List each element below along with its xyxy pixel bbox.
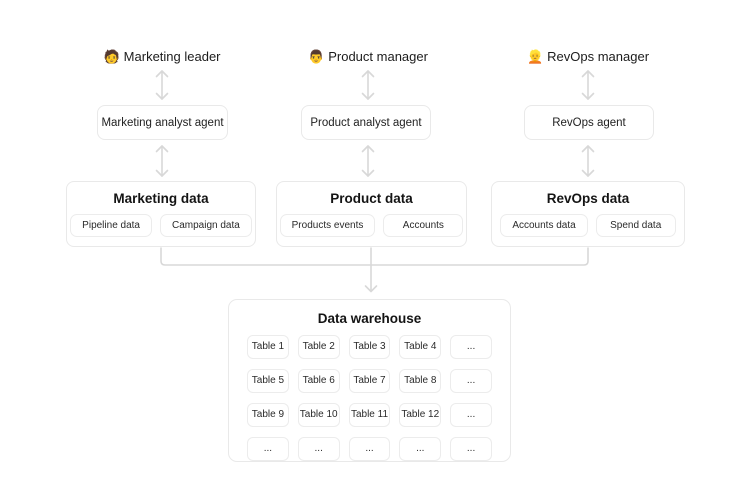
table-chip: Table 11 — [348, 403, 391, 427]
agent-label: Product analyst agent — [310, 116, 422, 129]
table-chip: Table 4 — [399, 335, 442, 359]
agent-data-arrow-marketing — [155, 145, 169, 177]
person-emoji-icon: 👨 — [308, 49, 325, 64]
data-chip: Accounts — [383, 214, 464, 237]
table-chip: ... — [399, 437, 442, 461]
persona-label: Product manager — [328, 49, 428, 64]
table-grid: Table 1 Table 2 Table 3 Table 4 ... Tabl… — [247, 335, 492, 461]
arrowhead-down-icon — [364, 285, 378, 293]
table-chip: ... — [450, 335, 492, 359]
warehouse-title: Data warehouse — [317, 311, 422, 326]
data-warehouse-box: Data warehouse Table 1 Table 2 Table 3 T… — [228, 299, 511, 462]
data-chip: Spend data — [595, 214, 676, 237]
table-chip: ... — [348, 437, 391, 461]
table-chip: ... — [450, 437, 492, 461]
agent-box-revops: RevOps agent — [524, 105, 654, 140]
persona-revops-manager: 👱RevOps manager — [527, 48, 649, 66]
table-chip: ... — [450, 403, 492, 427]
table-chip: ... — [297, 437, 340, 461]
data-box-marketing: Marketing data Pipeline data Campaign da… — [66, 181, 256, 247]
data-box-title: RevOps data — [546, 191, 630, 206]
person-emoji-icon: 👱 — [526, 49, 544, 64]
chip-row: Pipeline data Campaign data — [67, 214, 255, 237]
agent-label: Marketing analyst agent — [101, 116, 224, 129]
persona-agent-arrow-marketing — [155, 70, 169, 100]
table-chip: Table 7 — [348, 369, 391, 393]
table-chip: ... — [247, 437, 289, 461]
table-chip: Table 2 — [297, 335, 340, 359]
person-emoji-icon: 🧑 — [103, 49, 120, 64]
data-box-product: Product data Products events Accounts — [276, 181, 467, 247]
persona-product-manager: 👨Product manager — [308, 48, 428, 66]
table-chip: Table 8 — [399, 369, 442, 393]
table-chip: Table 9 — [247, 403, 289, 427]
agent-data-arrow-revops — [581, 145, 595, 177]
merge-connector — [160, 247, 589, 293]
agent-box-product-analyst: Product analyst agent — [301, 105, 431, 140]
persona-label: RevOps manager — [547, 49, 650, 64]
agent-box-marketing-analyst: Marketing analyst agent — [97, 105, 228, 140]
persona-agent-arrow-product — [361, 70, 375, 100]
data-chip: Accounts data — [500, 214, 588, 237]
chip-row: Products events Accounts — [277, 214, 466, 237]
data-box-title: Product data — [330, 191, 413, 206]
table-chip: Table 1 — [247, 335, 289, 359]
table-chip: ... — [450, 369, 492, 393]
data-box-title: Marketing data — [113, 191, 209, 206]
persona-label: Marketing leader — [123, 49, 221, 64]
data-chip: Pipeline data — [70, 214, 152, 237]
agent-data-arrow-product — [361, 145, 375, 177]
persona-agent-arrow-revops — [581, 70, 595, 100]
persona-marketing-leader: 🧑Marketing leader — [103, 48, 220, 66]
data-chip: Products events — [279, 214, 376, 237]
table-chip: Table 5 — [247, 369, 289, 393]
agent-label: RevOps agent — [552, 116, 626, 129]
table-chip: Table 10 — [297, 403, 340, 427]
table-chip: Table 12 — [399, 403, 442, 427]
table-chip: Table 3 — [348, 335, 391, 359]
table-chip: Table 6 — [297, 369, 340, 393]
data-chip: Campaign data — [160, 214, 252, 237]
chip-row: Accounts data Spend data — [492, 214, 684, 237]
data-box-revops: RevOps data Accounts data Spend data — [491, 181, 685, 247]
